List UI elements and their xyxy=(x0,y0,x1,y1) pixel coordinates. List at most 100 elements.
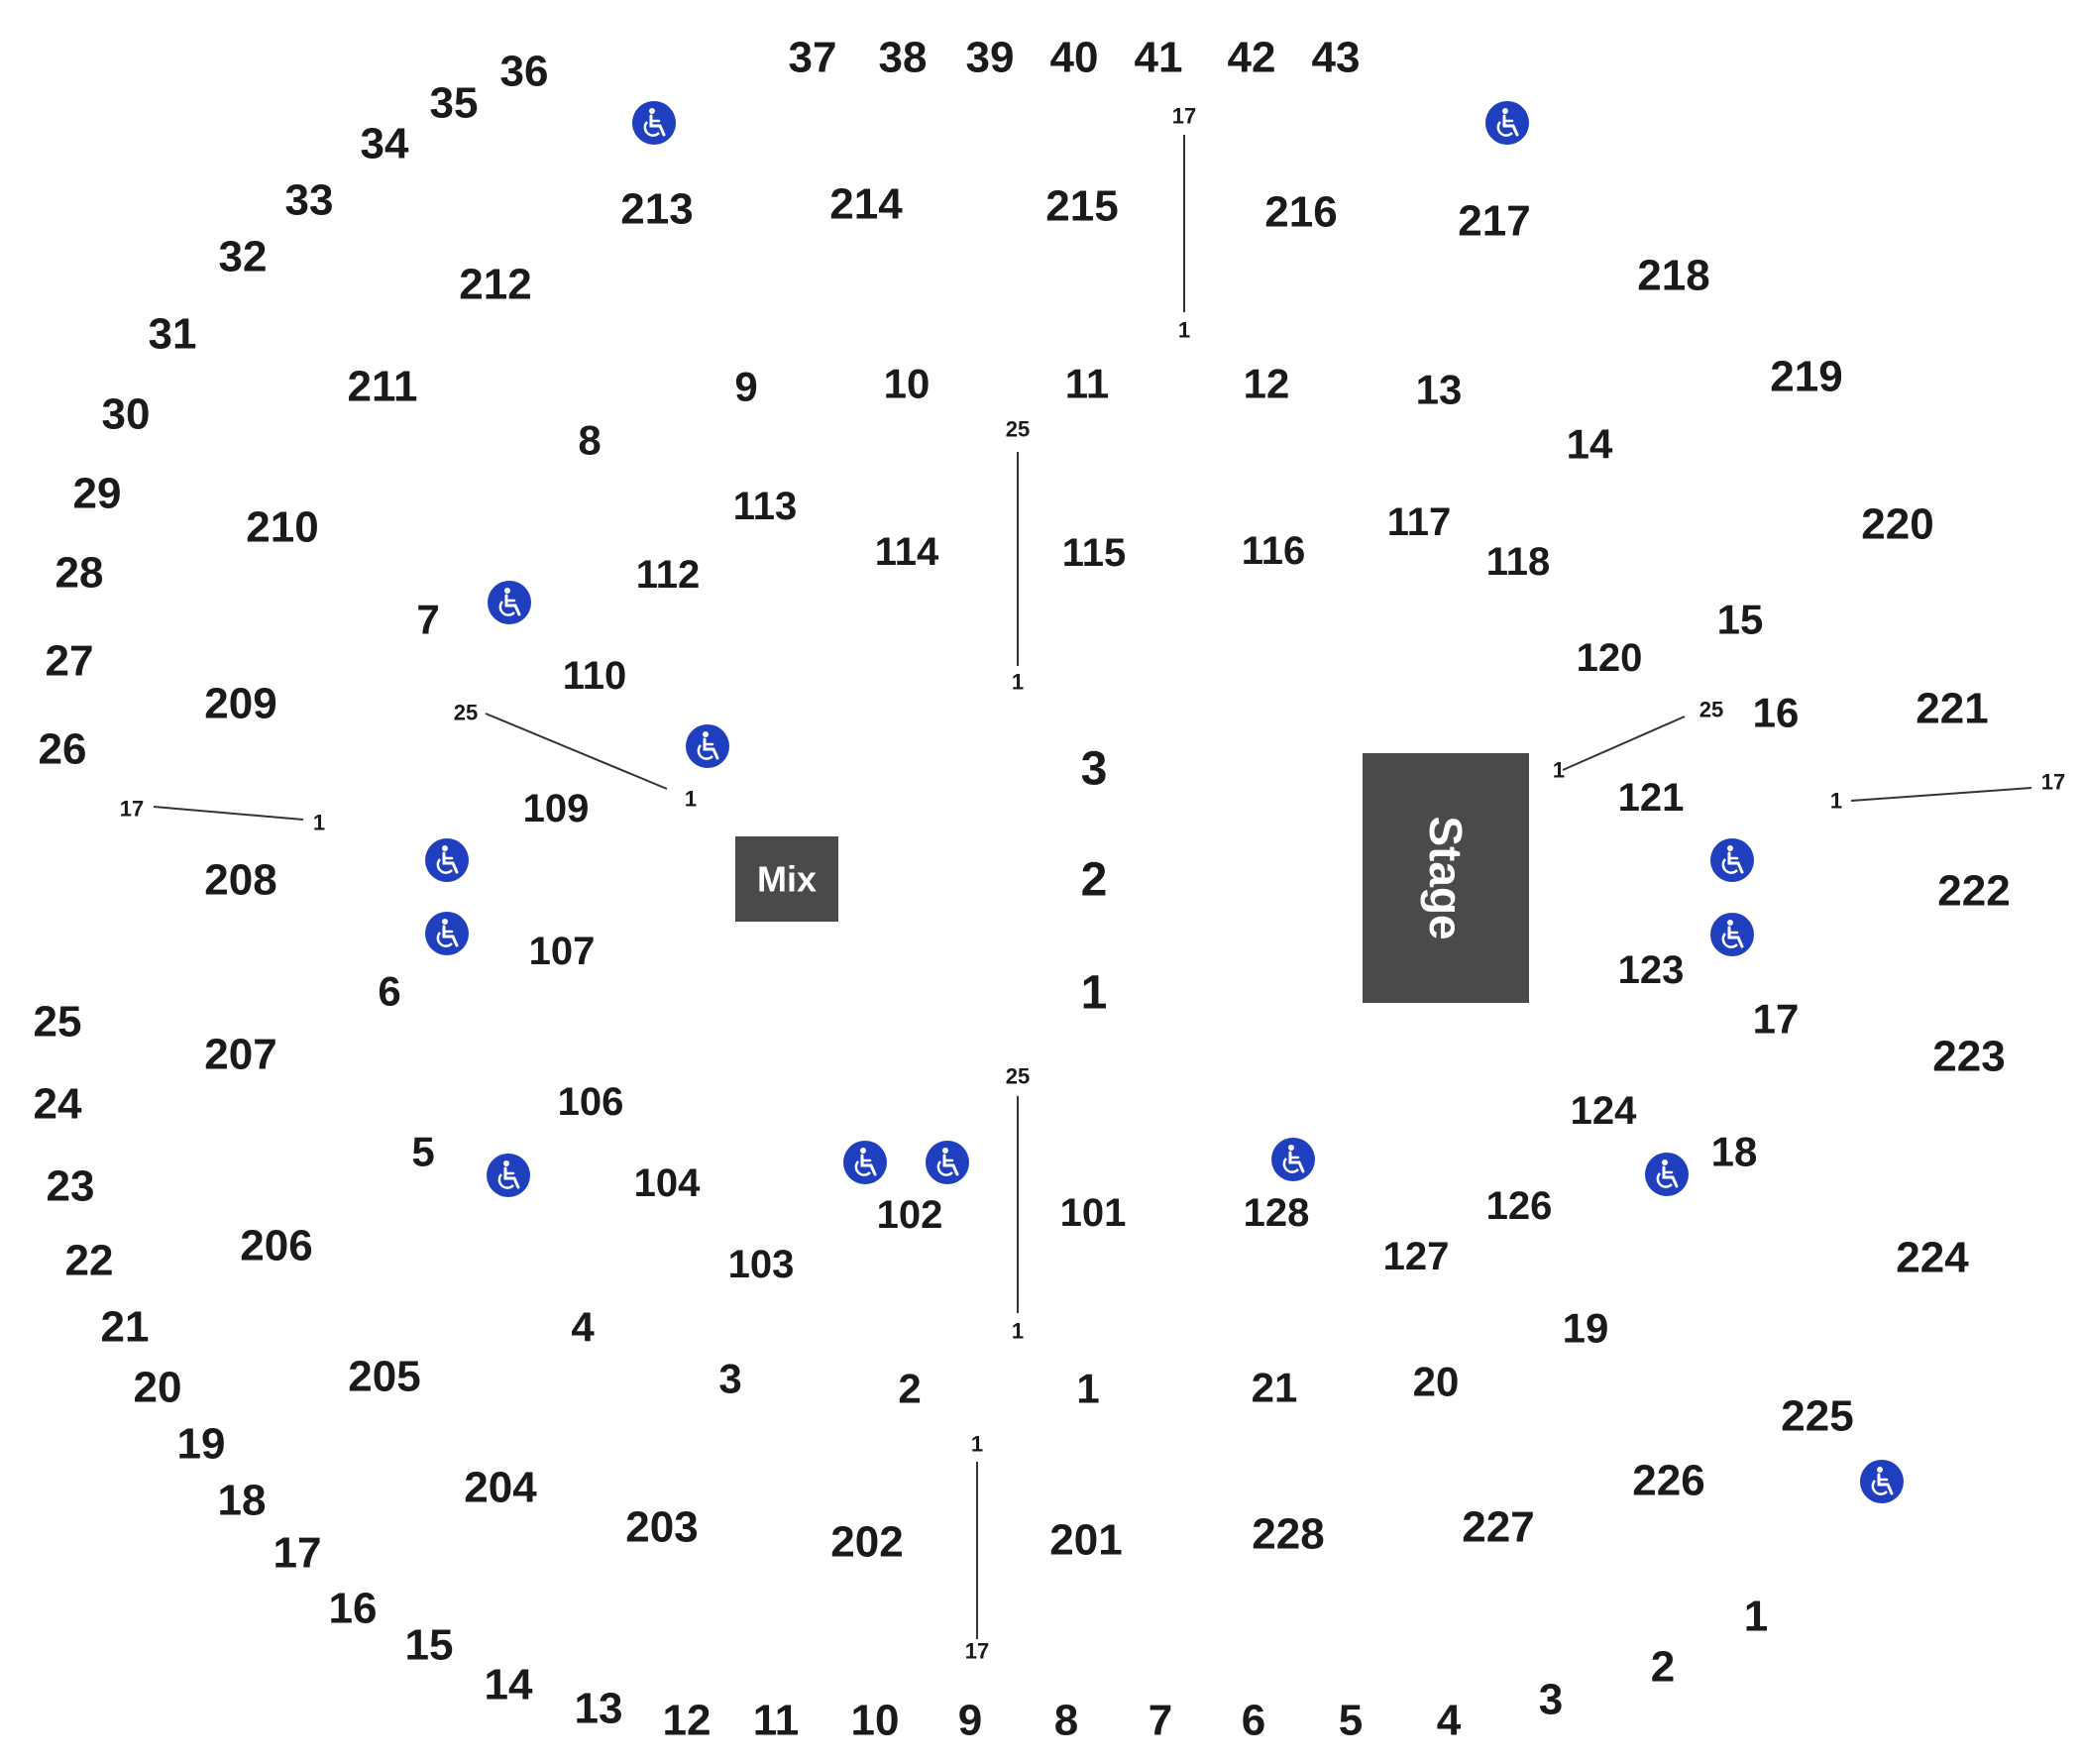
upper-aisle-number: 5 xyxy=(1339,1697,1363,1745)
wheelchair-icon xyxy=(425,838,469,882)
lower-aisle-number: 19 xyxy=(1563,1305,1609,1352)
upper-section: 207 xyxy=(204,1031,276,1079)
mix-booth xyxy=(735,836,838,922)
floor-section: 2 xyxy=(1081,854,1108,907)
lower-section: 104 xyxy=(634,1161,701,1205)
upper-section: 213 xyxy=(620,185,693,234)
stage-label: Stage xyxy=(1420,816,1472,939)
lower-section: 118 xyxy=(1486,540,1551,584)
wheelchair-icon xyxy=(1710,913,1754,956)
upper-section: 220 xyxy=(1861,500,1933,549)
wheelchair-icon xyxy=(686,724,729,768)
upper-section: 202 xyxy=(830,1518,903,1567)
upper-section: 224 xyxy=(1896,1234,1969,1282)
upper-aisle-number: 18 xyxy=(218,1477,267,1525)
lower-section: 128 xyxy=(1244,1191,1310,1235)
lower-aisle-number: 16 xyxy=(1753,690,1800,736)
wheelchair-icon xyxy=(632,101,676,145)
upper-aisle-number: 3 xyxy=(1539,1676,1563,1724)
upper-section: 227 xyxy=(1462,1503,1534,1552)
upper-aisle-number: 36 xyxy=(500,48,549,96)
upper-section: 206 xyxy=(240,1222,312,1270)
lower-aisle-number: 4 xyxy=(571,1304,595,1351)
upper-section: 210 xyxy=(246,503,318,552)
lower-aisle-number: 8 xyxy=(578,417,601,464)
lower-aisle-number: 17 xyxy=(1753,996,1800,1043)
upper-section: 219 xyxy=(1770,353,1842,401)
upper-section: 223 xyxy=(1932,1033,2005,1081)
lower-aisle-number: 14 xyxy=(1567,421,1613,468)
upper-aisle-number: 40 xyxy=(1050,34,1099,82)
upper-aisle-number: 26 xyxy=(39,725,87,774)
wheelchair-icon xyxy=(843,1141,887,1184)
upper-section: 208 xyxy=(204,856,276,905)
upper-aisle-number: 22 xyxy=(65,1237,114,1285)
row-number-label: 25 xyxy=(1006,417,1030,442)
upper-section: 201 xyxy=(1049,1516,1122,1565)
upper-aisle-number: 9 xyxy=(958,1697,982,1745)
lower-section: 102 xyxy=(877,1193,943,1237)
upper-aisle-number: 13 xyxy=(575,1685,623,1733)
upper-section: 217 xyxy=(1458,197,1530,246)
wheelchair-icon xyxy=(488,581,531,624)
upper-section: 218 xyxy=(1637,252,1709,300)
row-number-label: 25 xyxy=(1699,698,1723,722)
upper-section: 203 xyxy=(625,1503,698,1552)
row-indicator-line xyxy=(1562,716,1686,771)
lower-section: 103 xyxy=(728,1243,795,1286)
upper-section: 209 xyxy=(204,680,276,728)
wheelchair-icon xyxy=(1645,1153,1689,1196)
upper-aisle-number: 7 xyxy=(1149,1697,1172,1745)
wheelchair-icon xyxy=(926,1141,969,1184)
lower-section: 117 xyxy=(1387,500,1452,544)
row-indicator-lines xyxy=(153,135,2032,1639)
upper-aisle-number: 42 xyxy=(1228,34,1276,82)
wheelchair-icon xyxy=(1860,1460,1904,1503)
upper-aisle-number: 6 xyxy=(1242,1697,1265,1745)
upper-aisle-number: 17 xyxy=(274,1529,322,1578)
lower-aisle-number: 20 xyxy=(1413,1359,1460,1405)
row-number-label: 17 xyxy=(965,1639,989,1664)
upper-section: 225 xyxy=(1781,1392,1853,1441)
lower-aisle-number: 9 xyxy=(734,364,757,410)
upper-aisle-number: 2 xyxy=(1651,1643,1675,1692)
lower-aisle-number: 18 xyxy=(1711,1129,1758,1175)
lower-section: 115 xyxy=(1062,531,1127,575)
upper-section: 205 xyxy=(348,1353,420,1401)
wheelchair-icon xyxy=(1485,101,1529,145)
lower-section: 112 xyxy=(636,553,701,597)
lower-section: 113 xyxy=(733,485,798,528)
lower-aisle-number: 7 xyxy=(416,597,439,643)
upper-aisle-number: 12 xyxy=(663,1697,712,1745)
wheelchair-icon xyxy=(1271,1138,1315,1181)
upper-aisle-number: 29 xyxy=(73,470,122,518)
upper-aisle-number: 39 xyxy=(966,34,1015,82)
row-indicator-line xyxy=(1850,787,2032,802)
upper-aisle-number: 23 xyxy=(47,1162,95,1211)
lower-section: 120 xyxy=(1577,636,1643,680)
lower-section: 114 xyxy=(875,530,939,574)
lower-section: 123 xyxy=(1618,948,1685,992)
row-number-label: 1 xyxy=(1830,789,1842,814)
upper-aisle-number: 35 xyxy=(430,79,479,128)
lower-section: 127 xyxy=(1383,1235,1450,1278)
upper-section: 211 xyxy=(348,363,418,411)
upper-aisle-number: 11 xyxy=(753,1697,800,1745)
lower-aisle-number: 1 xyxy=(1076,1366,1099,1412)
fixed-blocks: Stage Mix xyxy=(735,753,1529,1003)
floor-section: 3 xyxy=(1081,743,1108,796)
row-number-label: 25 xyxy=(1006,1064,1030,1089)
upper-aisle-number: 24 xyxy=(34,1080,82,1129)
upper-section: 212 xyxy=(459,261,531,309)
lower-aisle-number: 2 xyxy=(898,1366,921,1412)
lower-aisle-number: 12 xyxy=(1244,361,1290,407)
wheelchair-icon xyxy=(425,912,469,955)
floor-sections: 321 xyxy=(1081,743,1108,1020)
upper-aisle-number: 1 xyxy=(1744,1593,1768,1641)
upper-section: 214 xyxy=(829,180,903,229)
lower-section: 121 xyxy=(1618,776,1685,820)
